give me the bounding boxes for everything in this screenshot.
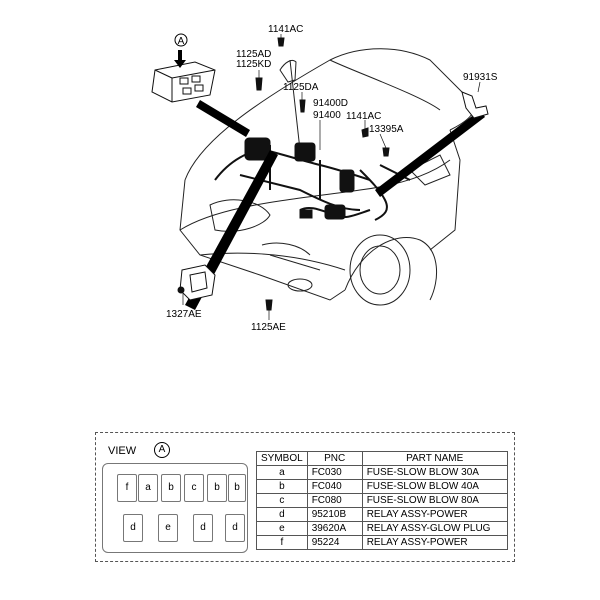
fuse-slot: c: [184, 474, 204, 502]
table-row: d 95210B RELAY ASSY-POWER: [256, 507, 508, 522]
table-header-row: SYMBOL PNC PART NAME: [256, 451, 508, 466]
fuse-slot: b: [207, 474, 227, 502]
legend-box: VIEW A f a b c b b d e d d SYMBOL PNC PA…: [95, 432, 515, 562]
callout-91400: 91400: [313, 110, 341, 121]
cell-symbol: a: [256, 465, 308, 480]
header-symbol: SYMBOL: [256, 451, 308, 466]
leader-lines: [182, 34, 481, 320]
table-row: c FC080 FUSE-SLOW BLOW 80A: [256, 493, 508, 508]
cell-pnc: FC030: [306, 465, 363, 480]
cell-part-name: FUSE-SLOW BLOW 30A: [361, 465, 508, 480]
clip-91931S-icon: [461, 91, 489, 119]
cell-symbol: d: [256, 507, 308, 522]
callout-1327AE: 1327AE: [166, 309, 202, 320]
callout-1125DA: 1125DA: [283, 82, 319, 93]
relay-slot: d: [225, 514, 245, 542]
harness-components: [244, 137, 355, 220]
bolts: [255, 37, 390, 311]
view-arrow-icon: [174, 50, 186, 68]
callout-1125AD: 1125AD: [236, 49, 271, 60]
relay-box-view: f a b c b b d e d d: [102, 463, 248, 553]
view-label: VIEW: [108, 445, 137, 457]
table-row: f 95224 RELAY ASSY-POWER: [256, 535, 508, 550]
fuse-slot: b: [228, 474, 246, 502]
callout-1141AC-top: 1141AC: [268, 24, 303, 35]
bracket-1327AE-icon: [177, 264, 216, 301]
cell-pnc: 95224: [306, 535, 363, 550]
cell-part-name: RELAY ASSY-POWER: [361, 507, 508, 522]
cell-pnc: 95210B: [306, 507, 363, 522]
callout-1141AC-mid: 1141AC: [346, 111, 381, 122]
header-pnc: PNC: [306, 451, 363, 466]
relay-slot: e: [158, 514, 178, 542]
view-marker-label: A: [178, 36, 185, 47]
cell-pnc: FC080: [306, 493, 363, 508]
cell-part-name: FUSE-SLOW BLOW 40A: [361, 479, 508, 494]
cell-pnc: 39620A: [306, 521, 363, 536]
cell-pnc: FC040: [306, 479, 363, 494]
car-outline: [179, 48, 475, 306]
cell-symbol: e: [256, 521, 308, 536]
table-row: b FC040 FUSE-SLOW BLOW 40A: [256, 479, 508, 494]
table-row: a FC030 FUSE-SLOW BLOW 30A: [256, 465, 508, 480]
cell-part-name: RELAY ASSY-GLOW PLUG: [361, 521, 508, 536]
view-marker-circle: [174, 33, 188, 47]
cell-symbol: c: [256, 493, 308, 508]
relay-slot: d: [123, 514, 143, 542]
fuse-slot: a: [138, 474, 158, 502]
callout-13395A: 13395A: [369, 124, 404, 135]
fuse-box-icon: [151, 61, 216, 103]
header-part-name: PART NAME: [361, 451, 508, 466]
callout-1125KD: 1125KD: [236, 59, 271, 70]
fuse-slot: b: [161, 474, 181, 502]
cell-symbol: b: [256, 479, 308, 494]
callout-1125AE: 1125AE: [251, 322, 286, 333]
parts-table: SYMBOL PNC PART NAME a FC030 FUSE-SLOW B…: [256, 451, 508, 550]
callout-91931S: 91931S: [463, 72, 498, 83]
relay-slot: d: [193, 514, 213, 542]
wiring-diagram: A 1141AC 1125AD 1125KD 1125DA 91400D 914…: [151, 24, 498, 333]
callout-91400D: 91400D: [313, 98, 348, 109]
cell-part-name: FUSE-SLOW BLOW 80A: [361, 493, 508, 508]
fuse-slot: f: [117, 474, 137, 502]
cell-part-name: RELAY ASSY-POWER: [361, 535, 508, 550]
view-marker-badge: A: [154, 442, 170, 458]
cell-symbol: f: [256, 535, 308, 550]
table-row: e 39620A RELAY ASSY-GLOW PLUG: [256, 521, 508, 536]
